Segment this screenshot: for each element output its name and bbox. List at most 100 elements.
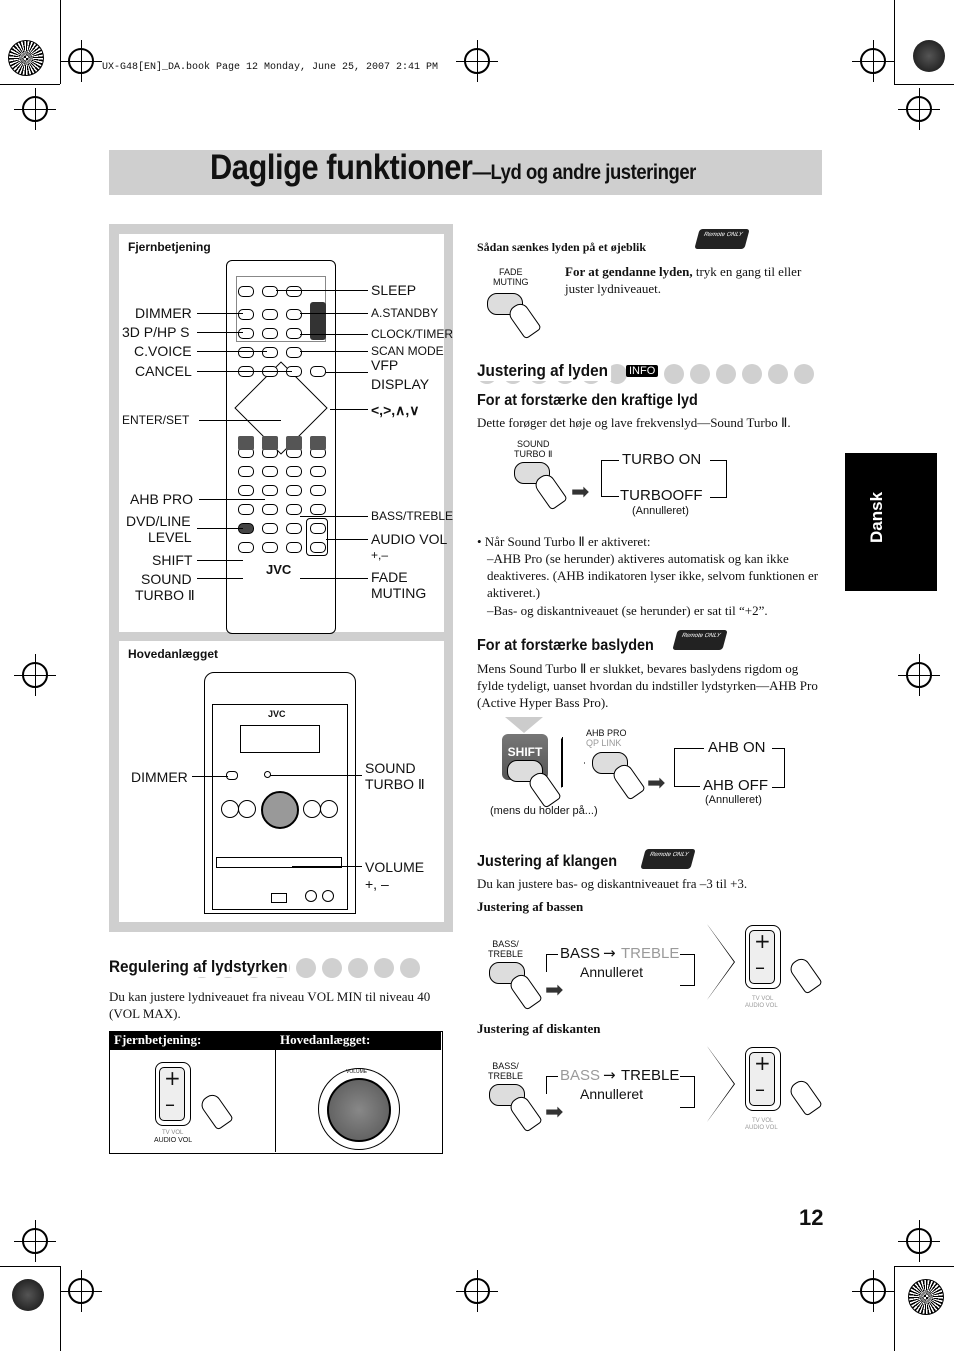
arrow-right-icon: → — [603, 1066, 616, 1084]
remote-button — [286, 286, 302, 297]
remote-source-button — [286, 436, 302, 450]
finger-icon — [787, 1077, 823, 1117]
tone-text: Du kan justere bas- og diskantniveauet f… — [477, 876, 748, 891]
remote-button — [262, 523, 278, 534]
remote-button — [262, 542, 278, 553]
remote-button — [286, 347, 302, 358]
fade-text-bold: For at gendanne lyden, — [565, 264, 693, 279]
bass-cycle-line — [680, 954, 695, 986]
fade-text-rest: tryk en gang til eller juster lydniveaue… — [565, 264, 802, 296]
shift-arrow-down — [505, 717, 543, 733]
remote-only-badge: Remote ONLY — [694, 229, 750, 249]
chevron-right-icon — [561, 738, 585, 788]
sound-sub1-text: Dette forøger det høje og lave frekvensl… — [477, 415, 791, 430]
main-unit-front — [212, 704, 348, 910]
leader-line — [300, 516, 368, 517]
leader-line — [199, 499, 265, 500]
main-unit-port — [271, 893, 287, 903]
registration-sunburst-bottom-right — [908, 1279, 944, 1315]
remote-button — [262, 328, 278, 339]
remote-label-ahbpro: AHB PRO — [130, 491, 194, 507]
remote-button — [238, 347, 254, 358]
crosshair-mark — [14, 88, 56, 130]
remote-label-basstreble: BASS/TREBLE — [371, 509, 454, 523]
remote-vol-rocker — [306, 518, 328, 556]
remote-button — [262, 466, 278, 477]
leader-line — [292, 866, 362, 867]
remote-label-display: DISPLAY — [371, 376, 430, 392]
arrow-right-icon: ➡ — [545, 1100, 564, 1125]
remote-label-3dphps: 3D P/HP S — [122, 324, 190, 340]
remote-label-astandby: A.STANDBY — [371, 306, 439, 320]
sound-sub2-text: Mens Sound Turbo Ⅱ er slukket, bevares b… — [477, 661, 818, 710]
turbo-bracket — [601, 460, 602, 496]
bracket-line — [546, 1076, 547, 1094]
remote-button — [238, 309, 254, 320]
turbo-key-label-line1: SOUND — [516, 439, 550, 449]
crosshair-mark — [456, 40, 498, 82]
sound-sub1-heading: For at forstærke den kraftige lyd — [477, 392, 698, 409]
main-unit-btn — [221, 800, 239, 818]
main-unit-btn — [238, 800, 256, 818]
arrow-right-icon: ➡ — [545, 978, 564, 1003]
main-unit-turbo-btn — [264, 771, 271, 778]
ahb-key-label-line2: QP LINK — [586, 738, 622, 748]
fade-key-label-line1: FADE — [498, 267, 523, 277]
leader-line — [197, 528, 243, 529]
leader-line — [674, 786, 700, 787]
tv-vol-label: TV VOL — [162, 1130, 184, 1136]
crop-line — [894, 84, 954, 85]
remote-button — [262, 347, 278, 358]
info-badge: INFO — [626, 365, 659, 377]
bass-key-label-line1: BASS/ — [492, 939, 519, 949]
remote-only-badge-label: Remote ONLY — [681, 633, 722, 639]
remote-volume-button — [155, 1062, 191, 1126]
bass-cancel-label: Annulleret — [580, 964, 644, 980]
treble-cycle-line — [680, 1076, 695, 1108]
remote-only-badge: Remote ONLY — [672, 630, 728, 650]
volume-table-col1: Fjernbetjening: — [114, 1032, 202, 1047]
page-number: 12 — [799, 1205, 824, 1230]
shift-key-label: SHIFT — [507, 745, 543, 759]
main-unit-jack — [305, 890, 317, 902]
ahb-cancel-label: (Annulleret) — [705, 794, 762, 806]
remote-label-dvdline: DVD/LINE — [126, 513, 191, 529]
main-unit-display — [240, 725, 320, 753]
volume-table-col2: Hovedanlægget: — [280, 1032, 371, 1047]
remote-label-clocktimer: CLOCK/TIMER — [371, 327, 454, 341]
ahb-on-label: AHB ON — [708, 739, 766, 756]
remote-logo: JVC — [266, 562, 292, 577]
ahb-bracket — [674, 748, 675, 786]
leader-line — [300, 313, 368, 314]
remote-button — [286, 523, 302, 534]
remote-button — [286, 504, 302, 515]
title-sub: —Lyd og andre justeringer — [472, 161, 696, 184]
remote-label-turbo: TURBO Ⅱ — [135, 587, 195, 603]
treble-cancel-label: Annulleret — [580, 1086, 644, 1102]
page-title: Daglige funktioner—Lyd og andre justerin… — [210, 148, 696, 188]
tv-vol-label: TV VOL — [752, 996, 774, 1002]
arrow-right-icon: ➡ — [571, 480, 590, 505]
remote-label-audiovol-sign: +,– — [371, 548, 389, 562]
volume-heading: Regulering af lydstyrken — [109, 957, 290, 977]
remote-button — [238, 542, 254, 553]
fade-key-label-line2: MUTING — [493, 277, 529, 287]
turbo-key-label-line2: TURBO Ⅱ — [514, 449, 553, 459]
remote-dark-slider — [310, 302, 326, 340]
chevron-right-icon — [707, 924, 735, 1000]
leader-line — [326, 539, 368, 540]
remote-button — [262, 485, 278, 496]
main-label-dimmer: DIMMER — [131, 769, 188, 785]
main-unit-dimmer-btn — [226, 771, 238, 780]
remote-button — [238, 504, 254, 515]
remote-button — [286, 309, 302, 320]
bass-key-label-line2: TREBLE — [488, 949, 524, 959]
turbo-off-label: TURBOOFF — [620, 487, 703, 504]
sound-heading: Justering af lyden — [477, 361, 612, 381]
bass-key-label: BASS/TREBLE — [488, 939, 523, 959]
remote-button — [238, 328, 254, 339]
remote-label-audiovol: AUDIO VOL — [371, 531, 448, 547]
chevron-outline — [562, 737, 563, 787]
leader-line — [300, 334, 368, 335]
